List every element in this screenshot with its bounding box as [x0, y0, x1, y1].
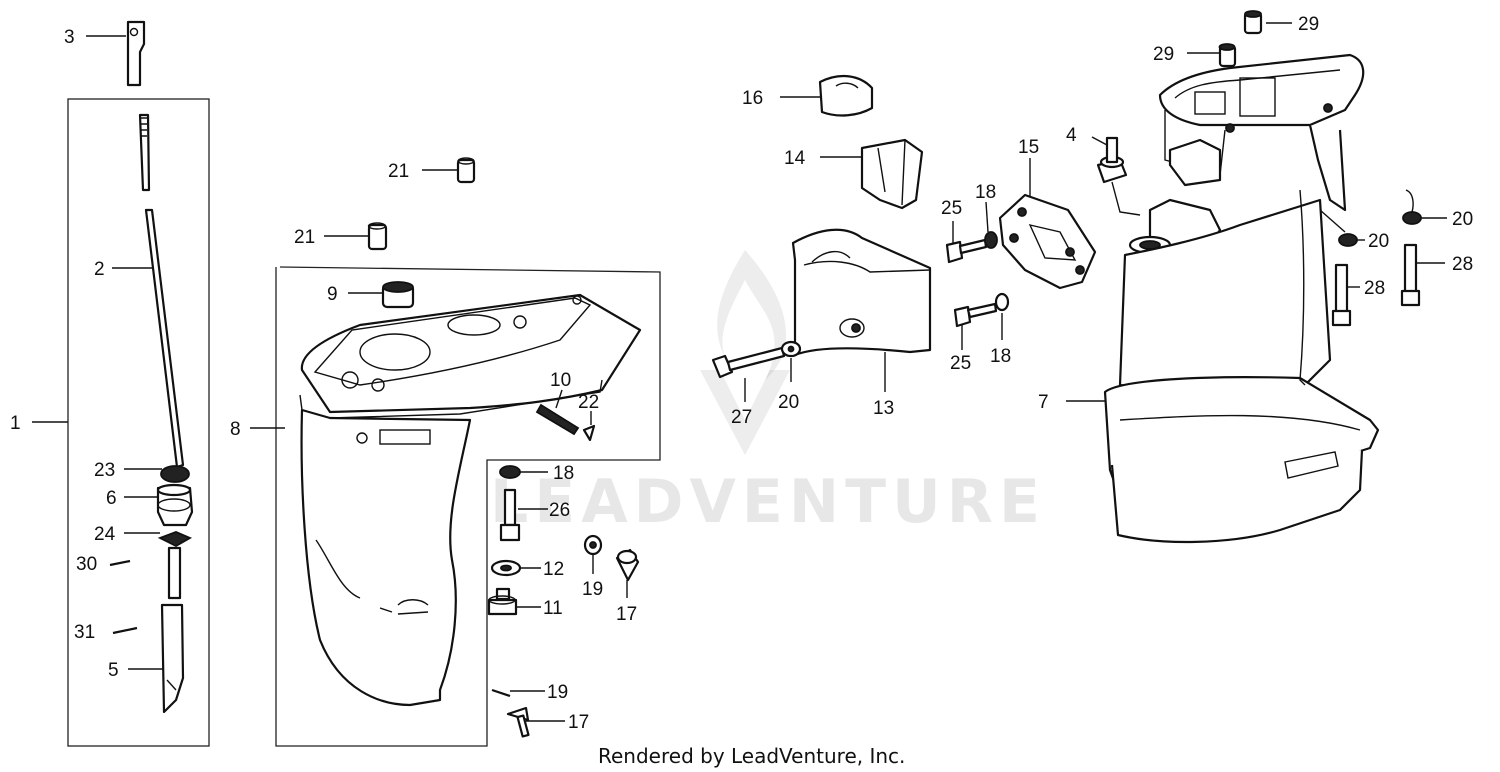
- extension-case-group-frame: [275, 266, 661, 747]
- callout-18-upper: 18: [975, 182, 996, 203]
- callout-31: 31: [74, 622, 95, 643]
- callout-14: 14: [784, 148, 806, 169]
- part-16-cover: [818, 74, 874, 117]
- part-31-pin: [112, 626, 138, 635]
- callout-18-middle: 18: [553, 463, 574, 484]
- leader-lines: [32, 22, 1447, 722]
- callout-labels: 3 1 2 23 6 24 30 31 5 8 9 21 21 10 22 18…: [10, 14, 1473, 733]
- callout-16: 16: [742, 88, 763, 109]
- part-13-cover: [791, 228, 932, 357]
- part-20-washer-middle: [780, 340, 802, 358]
- callout-23: 23: [94, 460, 115, 481]
- callout-26: 26: [549, 500, 570, 521]
- part-20-washer-right-lower: [1338, 233, 1358, 247]
- callout-2: 2: [94, 259, 105, 280]
- callout-10: 10: [550, 370, 571, 391]
- part-27-bolt: [711, 346, 786, 379]
- callout-7: 7: [1038, 392, 1049, 413]
- part-19-grommet-upper: [583, 534, 603, 556]
- footer-credit: Rendered by LeadVenture, Inc.: [598, 744, 905, 768]
- callout-28-right: 28: [1452, 254, 1473, 275]
- callout-29-top: 29: [1298, 14, 1319, 35]
- callout-25-lower: 25: [950, 353, 971, 374]
- callout-12: 12: [543, 559, 564, 580]
- watermark-text: LEADVENTURE: [490, 467, 1046, 537]
- part-24-washer: [157, 531, 193, 548]
- callout-17-lower: 17: [568, 712, 589, 733]
- part-28-bolt-right: [1400, 243, 1421, 307]
- part-21-dowel-lower: [367, 222, 388, 251]
- part-6-grommet: [156, 483, 194, 527]
- callout-28-left: 28: [1364, 278, 1385, 299]
- callout-3: 3: [64, 27, 75, 48]
- part-17-screw-upper: [615, 548, 640, 582]
- shift-rod-group-frame: [67, 98, 210, 747]
- part-12-washer: [490, 559, 522, 577]
- part-7-lower-case: [1103, 53, 1380, 544]
- part-20-washer-right-upper: [1402, 211, 1422, 225]
- callout-22: 22: [578, 392, 599, 413]
- callout-19-upper: 19: [582, 579, 603, 600]
- part-4-plug: [1096, 136, 1141, 216]
- callout-19-lower: 19: [547, 682, 568, 703]
- callout-18-lower: 18: [990, 346, 1011, 367]
- part-8-extension-case: [299, 293, 642, 707]
- part-22-pin: [582, 424, 596, 442]
- callout-27: 27: [731, 407, 752, 428]
- part-25-bolt-lower: [953, 302, 998, 328]
- part-18-washer-lower: [994, 292, 1010, 312]
- callout-15: 15: [1018, 137, 1039, 158]
- part-15-bracket: [998, 193, 1097, 290]
- part-10-stud: [535, 403, 580, 436]
- part-29-dowel-second: [1218, 43, 1237, 68]
- callout-30: 30: [76, 554, 97, 575]
- part-9-seal: [381, 281, 415, 309]
- part-25-bolt-upper: [945, 238, 988, 264]
- callout-20-right-lower: 20: [1368, 231, 1389, 252]
- callout-6: 6: [106, 488, 117, 509]
- part-17-wing-screw-lower: [506, 706, 530, 738]
- part-5-lower-shift-rod: [160, 603, 185, 714]
- part-2-shift-rod: [138, 113, 185, 469]
- part-23-collar: [160, 465, 190, 483]
- flame-logo-icon: [717, 250, 787, 380]
- callout-4: 4: [1066, 125, 1077, 146]
- part-26-bolt: [499, 488, 521, 542]
- part-28-bolt-left: [1331, 263, 1352, 327]
- callout-8: 8: [230, 419, 241, 440]
- part-21-dowel-upper: [456, 157, 476, 184]
- callout-20-middle: 20: [778, 392, 799, 413]
- callout-24: 24: [94, 524, 116, 545]
- part-29-dowel-top: [1243, 10, 1263, 35]
- part-30-pin: [109, 559, 131, 567]
- callout-25-upper: 25: [941, 198, 962, 219]
- part-18-nut-middle: [499, 465, 521, 479]
- callout-20-right-upper: 20: [1452, 209, 1473, 230]
- callout-21-lower: 21: [294, 227, 315, 248]
- callout-29-second: 29: [1153, 44, 1174, 65]
- part-lower-rod: [167, 546, 182, 600]
- callout-11: 11: [543, 598, 563, 619]
- callout-21-upper: 21: [388, 161, 409, 182]
- callout-1: 1: [10, 413, 21, 434]
- part-19-spring-lower: [491, 688, 511, 698]
- callout-9: 9: [327, 284, 338, 305]
- part-18-washer-upper: [984, 231, 998, 249]
- leadventure-watermark: LEADVENTURE: [490, 250, 1046, 537]
- part-14-plate: [860, 138, 924, 210]
- v-logo-icon: [700, 370, 790, 455]
- part-3-rod-joint: [126, 20, 146, 87]
- callout-17-upper: 17: [616, 604, 637, 625]
- callout-13: 13: [873, 398, 894, 419]
- callout-5: 5: [108, 660, 119, 681]
- part-11-rubber-mount: [487, 587, 518, 616]
